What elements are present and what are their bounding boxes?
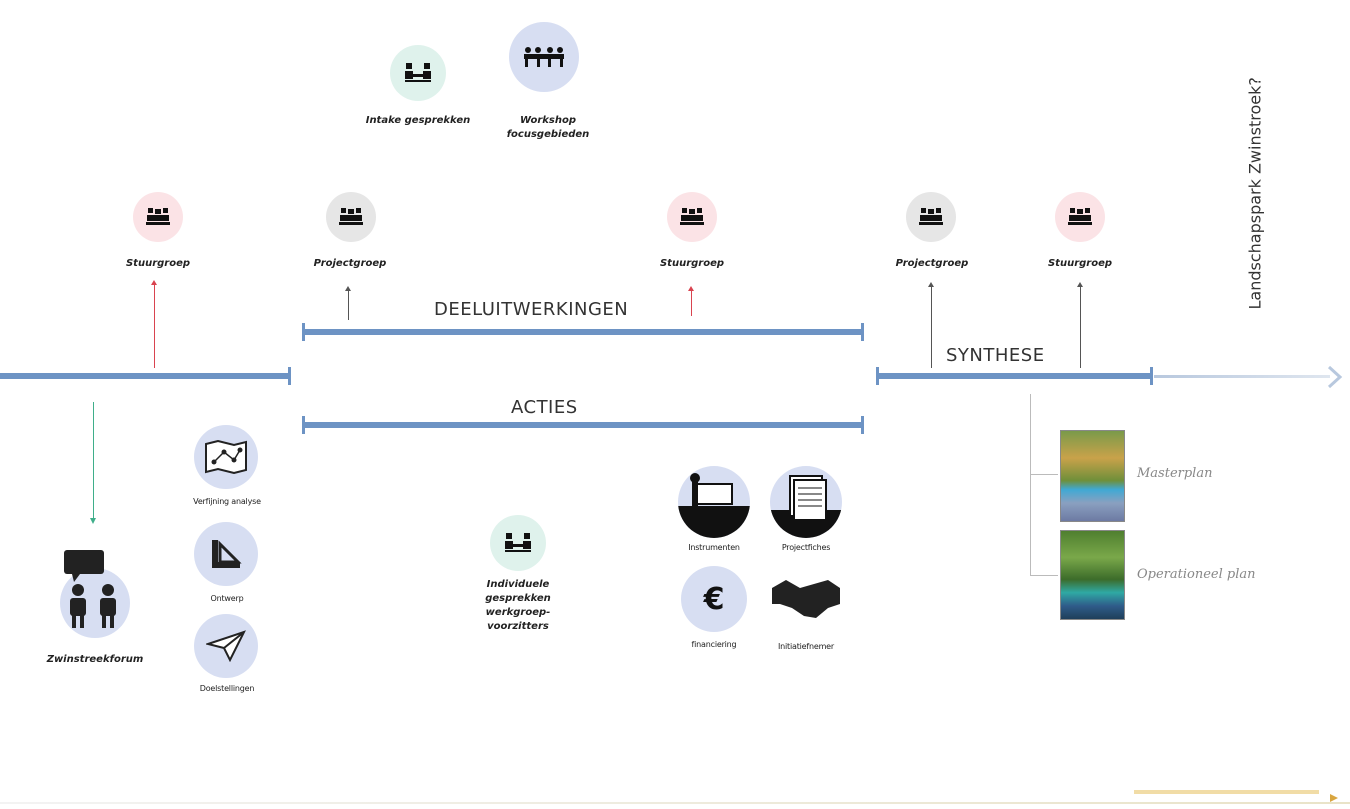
output-branch-2 (1030, 575, 1058, 576)
masterplan-thumbnail (1060, 430, 1125, 522)
intake-label: Intake gesprekken (365, 115, 471, 126)
synthese-title: SYNTHESE (946, 345, 1045, 366)
financiering-icon: € (681, 566, 747, 632)
masterplan-label: Masterplan (1137, 466, 1213, 481)
future-arrow-icon (1327, 365, 1343, 389)
synthese-cap-left (876, 367, 879, 385)
workshop-label: Workshop focusgebieden (506, 115, 590, 140)
deeluitwerkingen-title: DEELUITWERKINGEN (434, 299, 629, 320)
timeline-start-cap (288, 367, 291, 385)
projectfiches-label: Projectfiches (781, 543, 831, 552)
financiering-label: financiering (691, 640, 737, 649)
bottom-divider (0, 802, 1350, 804)
arrow-up-2 (348, 290, 349, 320)
individueel-label: Individuele gesprekken werkgroep-voorzit… (485, 579, 551, 632)
meeting-label-4: Projectgroep (895, 258, 969, 269)
forum-arrow-line (93, 402, 94, 520)
projectfiches-icon (770, 466, 842, 538)
operationeel-thumbnail (1060, 530, 1125, 620)
ontwerp-label: Ontwerp (210, 594, 244, 603)
forum-people-icon (64, 550, 116, 628)
arrowhead-3 (688, 286, 694, 291)
deeluitwerkingen-cap-right (861, 323, 864, 341)
acties-cap-right (861, 416, 864, 434)
initiatiefnemer-icon (770, 566, 842, 632)
meeting-label-2: Projectgroep (313, 258, 387, 269)
doelstellingen-icon (194, 614, 258, 678)
arrowhead-5 (1077, 282, 1083, 287)
forum-arrowhead (90, 518, 96, 524)
workshop-icon (509, 22, 579, 92)
map-icon (194, 425, 258, 489)
arrowhead-4 (928, 282, 934, 287)
arrow-up-4 (931, 286, 932, 368)
meeting-icon-5 (1055, 192, 1105, 242)
meeting-icon-4 (906, 192, 956, 242)
synthese-bar (877, 373, 1152, 379)
individueel-icon (490, 515, 546, 571)
future-line (1154, 375, 1330, 378)
acties-bar (303, 422, 863, 428)
meeting-icon-1 (133, 192, 183, 242)
acties-cap-left (302, 416, 305, 434)
meeting-icon-2 (326, 192, 376, 242)
meeting-icon-3 (667, 192, 717, 242)
arrowhead-2 (345, 286, 351, 291)
synthese-cap-right (1150, 367, 1153, 385)
meeting-label-5: Stuurgroep (1047, 258, 1113, 269)
deeluitwerkingen-bar (303, 329, 863, 335)
vertical-title: Landschapspark Zwinstroek? (1245, 77, 1265, 310)
forum-label: Zwinstreekforum (46, 654, 144, 665)
acties-title: ACTIES (511, 397, 578, 418)
initiatiefnemer-label: Initiatiefnemer (777, 642, 834, 651)
timeline-start-bar (0, 373, 290, 379)
meeting-label-1: Stuurgroep (125, 258, 191, 269)
ontwerp-icon (194, 522, 258, 586)
arrow-up-3 (691, 290, 692, 316)
output-bracket-line (1030, 394, 1031, 576)
deeluitwerkingen-cap-left (302, 323, 305, 341)
arrow-up-5 (1080, 286, 1081, 368)
bottom-corner-arrow-icon (1330, 794, 1338, 802)
doelstellingen-label: Doelstellingen (199, 684, 255, 693)
operationeel-label: Operationeel plan (1137, 567, 1256, 582)
arrowhead-1 (151, 280, 157, 285)
instrumenten-icon (678, 466, 750, 538)
arrow-up-1 (154, 284, 155, 368)
intake-icon (390, 45, 446, 101)
output-branch-1 (1030, 474, 1058, 475)
instrumenten-label: Instrumenten (688, 543, 740, 552)
verfijning-label: Verfijning analyse (193, 497, 261, 506)
meeting-label-3: Stuurgroep (659, 258, 725, 269)
bottom-logo-mark (1134, 790, 1319, 794)
